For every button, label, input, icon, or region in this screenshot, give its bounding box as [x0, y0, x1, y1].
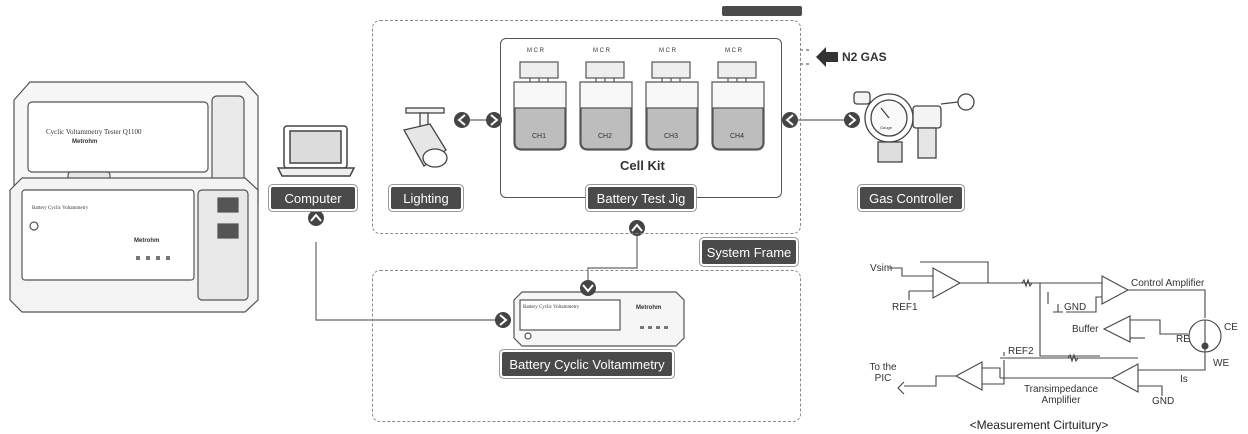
circuit-title: <Measurement Cirtuitury>: [969, 418, 1109, 432]
gas-regulator-icon: [853, 91, 975, 163]
battery-cv-label[interactable]: Battery Cyclic Voltammetry: [502, 352, 672, 376]
cell-label: CH2: [598, 133, 613, 140]
cv-tester-instrument: [9, 81, 259, 313]
cv-unit: [513, 291, 685, 347]
cell-label: CH3: [664, 133, 679, 140]
cell-kit-label: Cell Kit: [620, 158, 665, 173]
cell-ch3: [645, 61, 699, 151]
lower-unit-label: Battery Cyclic Voltammetry: [32, 206, 89, 211]
cv-frame: [372, 270, 801, 422]
arrow-right-icon: [844, 112, 860, 128]
ce-label: CE: [1224, 322, 1238, 333]
battery-test-jig-label[interactable]: Battery Test Jig: [588, 187, 694, 209]
tester-brand: Metrohm: [72, 139, 98, 145]
connector-jig-cv: [587, 234, 638, 282]
jig-frame: [500, 38, 782, 198]
lower-unit-brand: Metrohm: [134, 238, 160, 244]
ref2-label: REF2: [1008, 346, 1034, 357]
cell-ch4: [711, 61, 765, 151]
cell-pins: M C R: [725, 48, 742, 54]
arrow-down-icon: [580, 280, 596, 296]
ref1-label: REF1: [892, 302, 918, 313]
system-frame: [372, 20, 801, 234]
re-label: RE: [1176, 334, 1190, 345]
cv-unit-text: Battery Cyclic Voltammetry: [523, 305, 580, 310]
cell-ch2: [579, 61, 633, 151]
cell-pins: M C R: [593, 48, 610, 54]
n2-gas-arrow-icon: [816, 47, 838, 67]
cell-label: CH1: [532, 133, 547, 140]
we-label: WE: [1213, 358, 1230, 369]
cell-pins: M C R: [527, 48, 544, 54]
gnd-label: GND: [1064, 302, 1087, 313]
arrow-right-icon: [486, 112, 502, 128]
measurement-circuit: [889, 261, 1222, 396]
to-the-pic-label: To the PIC: [869, 362, 897, 384]
arrow-right-icon: [495, 312, 511, 328]
lamp-icon: [403, 107, 448, 168]
laptop-icon: [276, 125, 356, 177]
gauge-label: Gauge: [880, 125, 893, 130]
vsim-label: Vsim: [870, 263, 893, 274]
top-tab: [722, 6, 802, 16]
cell-label: CH4: [730, 133, 745, 140]
gnd-label: GND: [1152, 396, 1175, 407]
cell-ch1: [513, 61, 567, 151]
arrow-left-icon: [782, 112, 798, 128]
is-label: Is: [1180, 374, 1188, 385]
arrow-up-icon: [308, 210, 324, 226]
connector-computer-cv: [315, 242, 497, 321]
lighting-label[interactable]: Lighting: [391, 187, 461, 209]
transimpedance-label: Transimpedance Amplifier: [1023, 384, 1099, 406]
computer-label[interactable]: Computer: [271, 187, 355, 209]
buffer-label: Buffer: [1072, 324, 1099, 335]
arrow-up-icon: [629, 220, 645, 236]
cv-unit-brand: Metrohm: [636, 305, 662, 311]
gas-controller-label[interactable]: Gas Controller: [860, 187, 962, 209]
tester-label: Cyclic Voltammetry Tester Q1100: [46, 128, 142, 136]
control-amplifier-label: Control Amplifier: [1131, 278, 1205, 289]
arrow-left-icon: [454, 112, 470, 128]
system-frame-label[interactable]: System Frame: [702, 240, 796, 264]
n2-gas-label: N2 GAS: [842, 50, 887, 64]
connector-arrows: [308, 112, 860, 328]
cell-pins: M C R: [659, 48, 676, 54]
